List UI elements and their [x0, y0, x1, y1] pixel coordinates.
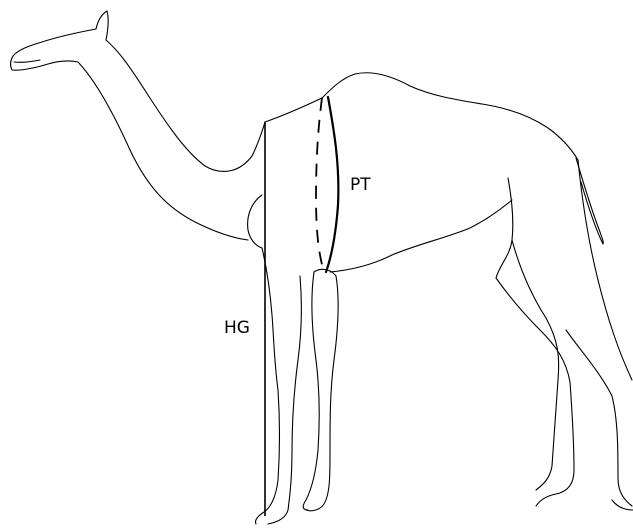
camel-foreleg-far — [303, 272, 319, 510]
point-of-thorax-label: PT — [350, 175, 371, 195]
camel-neck-front — [78, 62, 248, 240]
camel-back — [265, 73, 578, 160]
camel-hind-leg-near-front — [512, 240, 559, 490]
camel-ear — [96, 11, 108, 40]
camel-foreleg-near — [255, 248, 279, 524]
camel-hind-leg-near — [536, 382, 574, 506]
point-of-thorax-line — [326, 97, 338, 272]
camel-tail — [576, 158, 603, 244]
camel-hind-foot-far — [612, 500, 633, 510]
heart-girth-label: HG — [224, 318, 250, 338]
camel-outline — [11, 11, 633, 524]
camel-mouth — [14, 60, 40, 62]
camel-neck-top — [106, 40, 265, 171]
camel-foreleg-near-front — [268, 276, 301, 524]
camel-foreleg-far-back — [306, 276, 338, 511]
camel-stifle — [496, 178, 570, 382]
camel-elbow — [314, 269, 336, 276]
camel-head — [11, 29, 96, 70]
girth-dashed-line — [316, 98, 324, 272]
camel-chest — [248, 195, 262, 248]
camel-belly — [330, 200, 512, 272]
